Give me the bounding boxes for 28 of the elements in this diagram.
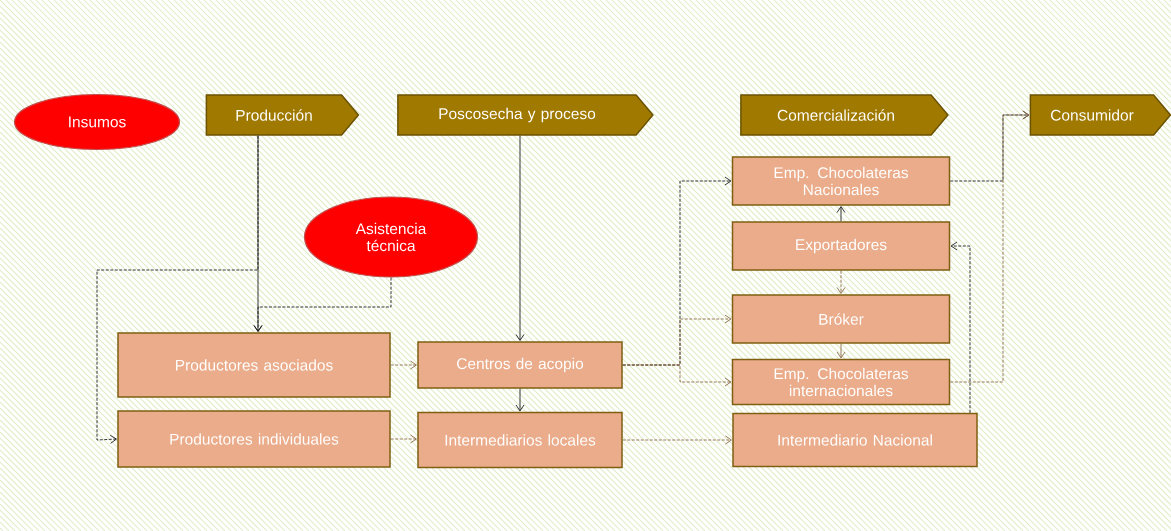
arrow [836, 270, 846, 294]
stage-arrow-box: Poscosecha y proceso [397, 94, 654, 136]
process-box: Intermediarios locales [417, 411, 623, 469]
arrow [390, 434, 417, 444]
process-box: Intermediario Nacional [732, 412, 978, 468]
arrow [622, 435, 732, 445]
arrow [253, 277, 392, 332]
arrow [836, 206, 846, 222]
arrow [836, 343, 846, 359]
arrow [96, 135, 259, 444]
arrow [622, 364, 732, 387]
stage-arrow-box: Producción [205, 94, 360, 136]
arrow [950, 241, 971, 414]
process-box: Emp. Chocolateras Nacionales [731, 156, 951, 206]
process-box: Productores asociados [117, 332, 391, 398]
oval-node: Asistencia técnica [303, 196, 479, 278]
stage-arrow-box: Consumidor [1029, 94, 1171, 136]
arrow [515, 135, 525, 341]
process-box: Bróker [731, 294, 951, 344]
process-box: Centros de acopio [417, 341, 623, 389]
arrow [515, 388, 525, 412]
oval-node: Insumos [13, 93, 181, 151]
stage-arrow-box: Comercialización [740, 94, 949, 136]
process-box: Exportadores [731, 221, 951, 271]
arrow [949, 110, 1030, 383]
process-box: Emp. Chocolateras internacionales [731, 358, 951, 406]
process-box: Productores individuales [117, 410, 391, 468]
arrow [390, 360, 417, 370]
